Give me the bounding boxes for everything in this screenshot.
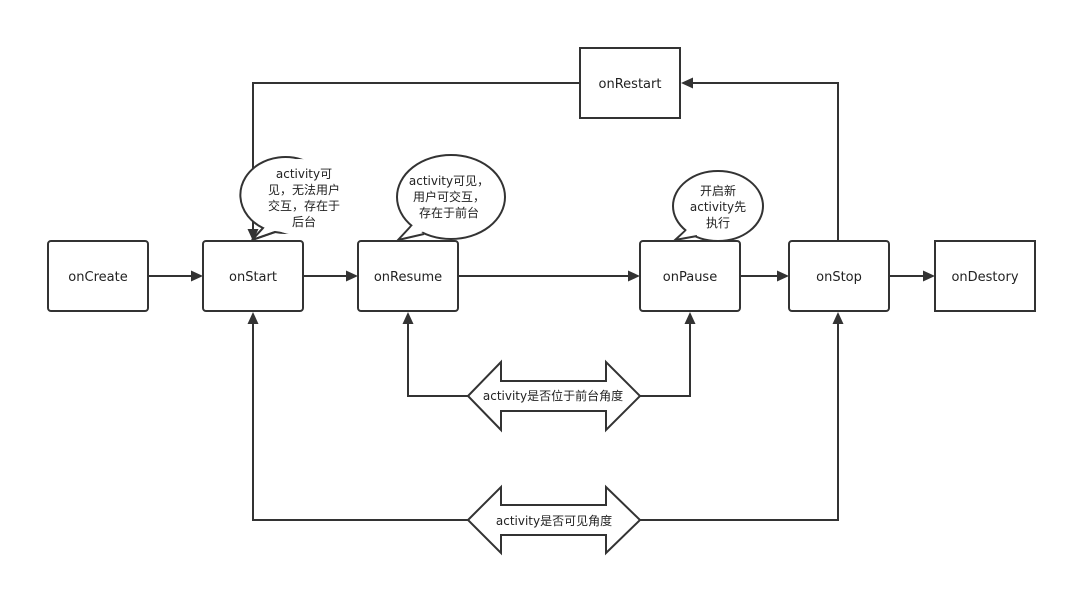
arrowhead-pause-stop	[777, 270, 789, 282]
arrowhead-foreground-pause	[684, 312, 696, 324]
callout-start-outline	[251, 227, 276, 241]
callout-resume-ellipse	[396, 154, 506, 240]
arrowhead-visible-start	[247, 312, 259, 324]
arrowhead-start-resume	[346, 270, 358, 282]
node-on-stop-label: onStop	[816, 270, 862, 285]
node-on-resume-label: onResume	[374, 270, 442, 285]
edge-visible-right	[640, 323, 839, 521]
callout-pause-note: 开启新 activity先 执行	[671, 170, 764, 242]
node-on-start: onStart	[202, 240, 304, 312]
node-on-restart-label: onRestart	[599, 77, 662, 92]
node-on-create-box	[47, 240, 149, 312]
node-on-restart-box	[579, 47, 681, 119]
callout-resume-tail-cover	[404, 225, 423, 236]
node-on-destroy-box	[934, 240, 1036, 312]
arrowhead-create-start	[191, 270, 203, 282]
callout-pause-line-1: 开启新	[700, 183, 736, 198]
node-on-destroy-label: onDestory	[951, 270, 1018, 285]
callout-resume-line-2: 用户可交互，	[413, 189, 485, 204]
double-arrow-foreground-label: activity是否位于前台角度	[483, 388, 623, 403]
node-on-create-label: onCreate	[68, 270, 127, 285]
arrowhead-stop-restart	[681, 77, 693, 89]
node-on-pause-box	[639, 240, 741, 312]
callout-start-line-2: 见，无法用户	[268, 182, 340, 197]
node-on-start-box	[202, 240, 304, 312]
double-arrow-visible-label: activity是否可见角度	[496, 513, 612, 528]
arrowhead-resume-pause	[628, 270, 640, 282]
node-on-pause: onPause	[639, 240, 741, 312]
callout-start-line-4: 后台	[292, 214, 316, 229]
node-on-resume: onResume	[357, 240, 459, 312]
callout-resume-line-3: 存在于前台	[419, 205, 479, 220]
node-on-destroy: onDestory	[934, 240, 1036, 312]
edge-stop-restart	[692, 82, 839, 241]
node-on-pause-label: onPause	[663, 270, 717, 285]
callout-pause-line-2: activity先	[690, 200, 746, 214]
edge-visible-left	[252, 323, 468, 521]
arrowhead-stop-destroy	[923, 270, 935, 282]
node-on-resume-box	[357, 240, 459, 312]
arrowhead-restart-start	[247, 229, 259, 241]
double-arrow-foreground-shape	[466, 359, 642, 433]
edge-foreground-left	[407, 323, 468, 397]
callout-resume-note: activity可见， 用户可交互， 存在于前台	[395, 154, 506, 242]
callout-resume-line-1: activity可见，	[409, 174, 489, 188]
callout-pause-tail-cover	[680, 229, 696, 237]
callout-start-ellipse	[254, 159, 344, 235]
double-arrow-foreground: activity是否位于前台角度	[466, 359, 642, 433]
arrowhead-foreground-resume	[402, 312, 414, 324]
node-on-stop-box	[788, 240, 890, 312]
node-on-create: onCreate	[47, 240, 149, 312]
callout-pause-line-3: 执行	[706, 216, 730, 230]
node-on-stop: onStop	[788, 240, 890, 312]
callout-pause-ellipse	[672, 170, 764, 242]
node-on-start-label: onStart	[229, 270, 277, 285]
double-arrow-visible-shape	[466, 484, 642, 556]
double-arrow-visible: activity是否可见角度	[466, 484, 642, 556]
node-on-restart: onRestart	[579, 47, 681, 119]
edge-foreground-right	[640, 323, 691, 397]
callout-start-line-3: 交互，存在于	[268, 198, 340, 213]
arrowhead-visible-stop	[832, 312, 844, 324]
callout-start-line-1: activity可	[276, 167, 332, 181]
callout-start-note: activity可 见，无法用户 交互，存在于 后台	[239, 156, 344, 241]
